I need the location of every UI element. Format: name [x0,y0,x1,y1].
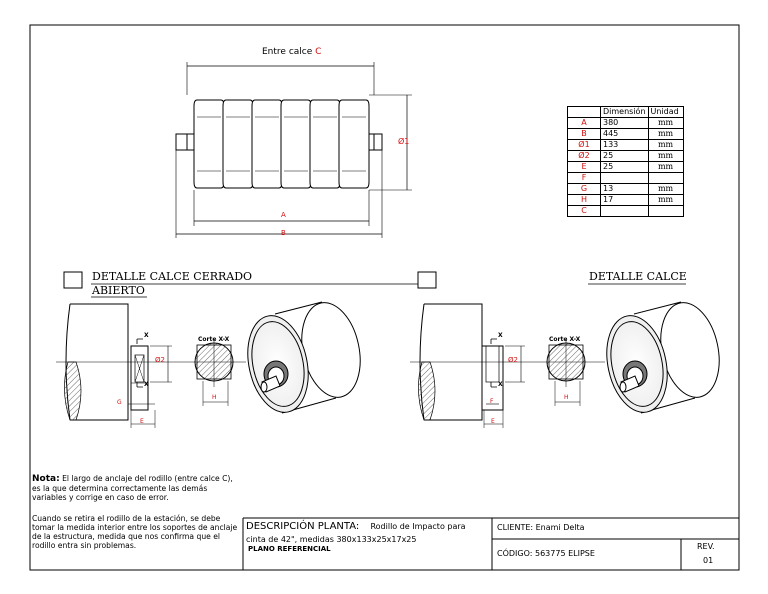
dim-b-label: B [281,229,286,237]
row-key: C [567,205,601,217]
dim-phi1-label: Ø1 [398,137,410,146]
row-value [600,205,649,217]
note-text: El largo de anclaje del rodillo (entre c… [32,474,233,502]
row-value: 17 [600,194,649,206]
row-key: B [567,128,601,140]
header-unit: Unidad [647,106,684,118]
left-corte-label: Corte X-X [198,336,230,343]
right-phi2-label: Ø2 [508,356,518,364]
detail-left-title: DETALLE CALCE CERRADO [92,270,253,283]
right-x-bottom-label: X [498,381,503,388]
dim-a-label: A [281,211,286,219]
entre-calce-label: Entre calce C [262,47,321,57]
descripcion-value: Rodillo de Impacto para [370,522,466,531]
left-phi2-label: Ø2 [155,356,165,364]
right-f-label: F [490,398,494,405]
row-unit: mm [647,183,684,195]
cliente-field: CLIENTE: Enami Delta [497,523,585,532]
codigo-field: CÓDIGO: 563775 ELIPSE [497,549,595,558]
row-value: 380 [600,117,649,129]
row-key: A [567,117,601,129]
row-unit: mm [647,161,684,173]
plano-referencial: PLANO REFERENCIAL [248,545,331,553]
row-value: 445 [600,128,649,140]
header-dimension: Dimensión [600,106,649,118]
detail-right-title: DETALLE CALCE [589,270,687,283]
table-row: C [567,205,684,217]
left-iso-roller [247,301,361,414]
row-key: Ø1 [567,139,601,151]
row-value [600,172,649,184]
detail-left-subtitle: ABIERTO [92,284,145,297]
row-unit [647,205,684,217]
row-key: H [567,194,601,206]
detail-heading-boxes [63,271,686,298]
row-value: 25 [600,150,649,162]
right-h-label: H [564,394,569,401]
left-e-label: E [140,418,144,425]
row-key: E [567,161,601,173]
dimension-table-header: Dimensión Unidad [567,106,684,118]
left-detail-drawing [56,301,361,428]
left-x-top-label: X [144,332,149,339]
entre-calce-text: Entre calce [262,47,313,57]
right-corte-label: Corte X-X [549,336,581,343]
right-iso-roller [606,301,720,414]
header-key [567,106,601,118]
row-value: 133 [600,139,649,151]
row-unit: mm [647,150,684,162]
row-key: F [567,172,601,184]
descripcion-label: DESCRIPCIÓN PLANTA: [246,521,360,532]
descripcion-line: DESCRIPCIÓN PLANTA: Rodillo de Impacto p… [246,521,466,532]
left-x-bottom-label: X [144,381,149,388]
right-detail-drawing [410,301,720,428]
row-key: G [567,183,601,195]
row-unit: mm [647,139,684,151]
roller-front-view [175,62,412,238]
impact-rings [193,99,370,189]
row-unit: mm [647,194,684,206]
left-g-label: G [117,399,122,406]
rev-value: 01 [703,556,714,565]
descripcion-line2: cinta de 42", medidas 380x133x25x17x25 [246,535,417,544]
entre-calce-letter: C [315,47,322,57]
rev-label: REV. [697,542,715,551]
right-e-label: E [491,418,495,425]
row-unit: mm [647,117,684,129]
row-unit: mm [647,128,684,140]
note-paragraph: Nota: El largo de anclaje del rodillo (e… [32,474,238,502]
table-row: F [567,172,684,184]
right-x-top-label: X [498,332,503,339]
row-unit [647,172,684,184]
title-block-lines [242,517,739,570]
row-key: Ø2 [567,150,601,162]
left-h-label: H [212,394,217,401]
row-value: 13 [600,183,649,195]
sheet-border [29,24,740,571]
row-value: 25 [600,161,649,173]
note-label: Nota: [32,474,60,484]
second-note: Cuando se retira el rodillo de la estaci… [32,514,238,550]
